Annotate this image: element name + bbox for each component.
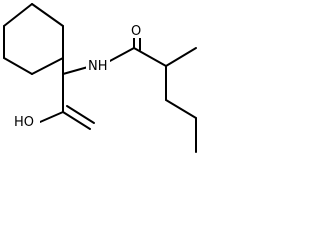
ring-bond-6 (31, 3, 64, 27)
amide-oxygen-label: O (131, 24, 141, 39)
carboxyl-carbonyl-bond-b (66, 105, 95, 124)
amide-nitrogen-label: NH (88, 59, 108, 74)
hydroxyl-label: HO (14, 115, 34, 130)
nitrogen-to-carbonyl-carbon-bond (107, 47, 135, 63)
molecule-structure: O NH HO (3, 3, 197, 153)
c2-methyl-bond (165, 47, 197, 67)
carboxylic-acid-group (39, 73, 95, 130)
carbonyl-to-c2-bond (133, 47, 167, 67)
c3-to-c4-bond (165, 99, 197, 119)
ring-bond-1 (3, 3, 33, 27)
ring-bond-3 (3, 57, 33, 75)
alkyl-chain (133, 47, 197, 153)
ring-bond-4 (31, 57, 64, 75)
cyclohexane-ring (3, 3, 64, 75)
c-alpha-to-nitrogen-bond (62, 66, 89, 75)
atom-labels: O NH HO (12, 22, 144, 130)
carboxyl-c-oh-bond (39, 111, 64, 123)
molecule-canvas: O NH HO (0, 0, 224, 170)
carboxyl-carbonyl-bond-a (62, 111, 91, 130)
